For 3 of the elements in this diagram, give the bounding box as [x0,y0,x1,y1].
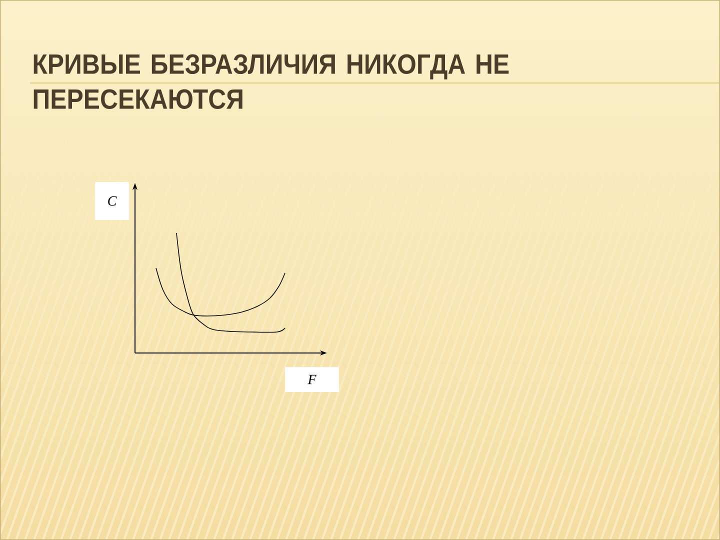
title: КРИВЫЕ БЕЗРАЗЛИЧИЯ НИКОГДА НЕ ПЕРЕСЕКАЮТСЯ [34,54,509,109]
axis-label: C [95,182,129,220]
axis-label: F [285,367,339,392]
